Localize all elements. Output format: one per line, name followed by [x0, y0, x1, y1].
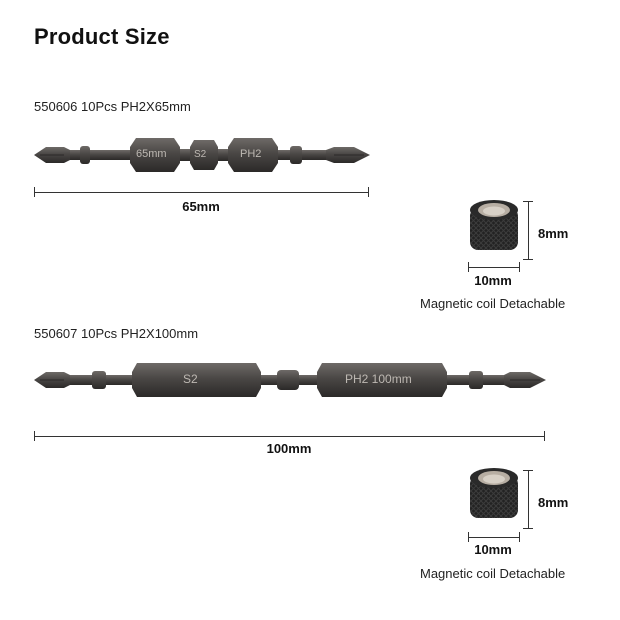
product-2-caption: 550607 10Pcs PH2X100mm: [34, 326, 199, 341]
coil-1-height-label: 8mm: [538, 226, 569, 241]
page-title: Product Size: [34, 24, 170, 49]
product-1-caption: 550606 10Pcs PH2X65mm: [34, 99, 191, 114]
screwdriver-bit-100mm-image: [34, 363, 546, 397]
coil-1-width-label: 10mm: [474, 273, 512, 288]
bit-1-engraving-type: PH2: [240, 148, 262, 160]
bit-2-engraving-material: S2: [183, 372, 198, 386]
coil-2-caption: Magnetic coil Detachable: [420, 566, 566, 581]
coil-2-height-label: 8mm: [538, 495, 569, 510]
bit-2-length-label: 100mm: [266, 441, 312, 456]
bit-1-engraving-length: 65mm: [136, 148, 167, 160]
bit-1-engraving-material: S2: [194, 149, 207, 160]
magnetic-coil-1-image: [470, 200, 518, 250]
bit-1-length-label: 65mm: [182, 199, 220, 214]
bit-2-engraving-type: PH2 100mm: [345, 372, 412, 386]
coil-2-width-label: 10mm: [474, 542, 512, 557]
screwdriver-bit-65mm-image: [34, 138, 370, 172]
magnetic-coil-2-image: [470, 468, 518, 518]
coil-1-caption: Magnetic coil Detachable: [420, 296, 566, 311]
